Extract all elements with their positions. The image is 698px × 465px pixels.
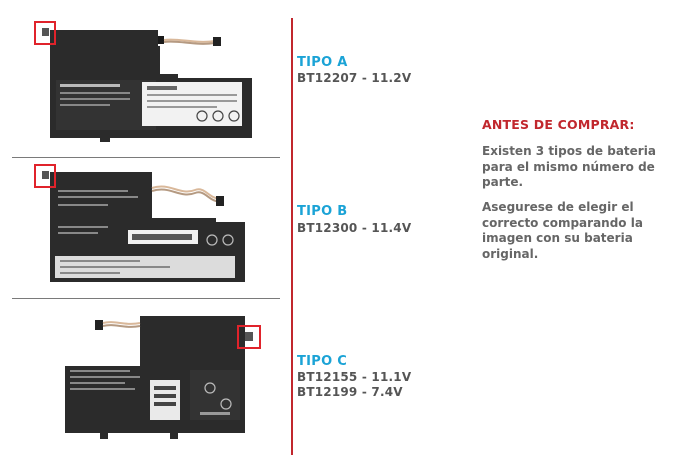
notice-p1-line-2: para el mismo número de (482, 159, 655, 174)
battery-type-c-image (65, 316, 261, 439)
notice-p2-line-4: original. (482, 246, 539, 261)
type-a-label: TIPO A (297, 55, 348, 70)
notice-p2-line-3: imagen con su bateria (482, 231, 633, 245)
type-c-model-2: BT12199 - 7.4V (297, 385, 403, 399)
type-c-model-1: BT12155 - 11.1V (297, 370, 412, 384)
notice-p2-line-1: Asegurese de elegir el (482, 200, 634, 214)
notice-p1-line-1: Existen 3 tipos de bateria (482, 144, 656, 158)
type-c-label: TIPO C (297, 354, 348, 369)
battery-type-a-image (34, 21, 252, 142)
notice-paragraph-1: Existen 3 tipos de bateria para el mismo… (482, 144, 682, 191)
notice-p2-line-2: correcto comparando la (482, 215, 643, 230)
vertical-divider (291, 18, 293, 455)
notice-paragraph-2: Asegurese de elegir el correcto comparan… (482, 200, 682, 262)
type-b-model: BT12300 - 11.4V (297, 221, 412, 235)
divider-a-b (12, 157, 280, 158)
battery-type-b-image (34, 164, 245, 282)
type-a-model: BT12207 - 11.2V (297, 71, 412, 85)
divider-b-c (12, 298, 280, 299)
notice-title: ANTES DE COMPRAR: (482, 117, 635, 132)
notice-p1-line-3: parte. (482, 175, 524, 189)
type-b-label: TIPO B (297, 204, 348, 219)
